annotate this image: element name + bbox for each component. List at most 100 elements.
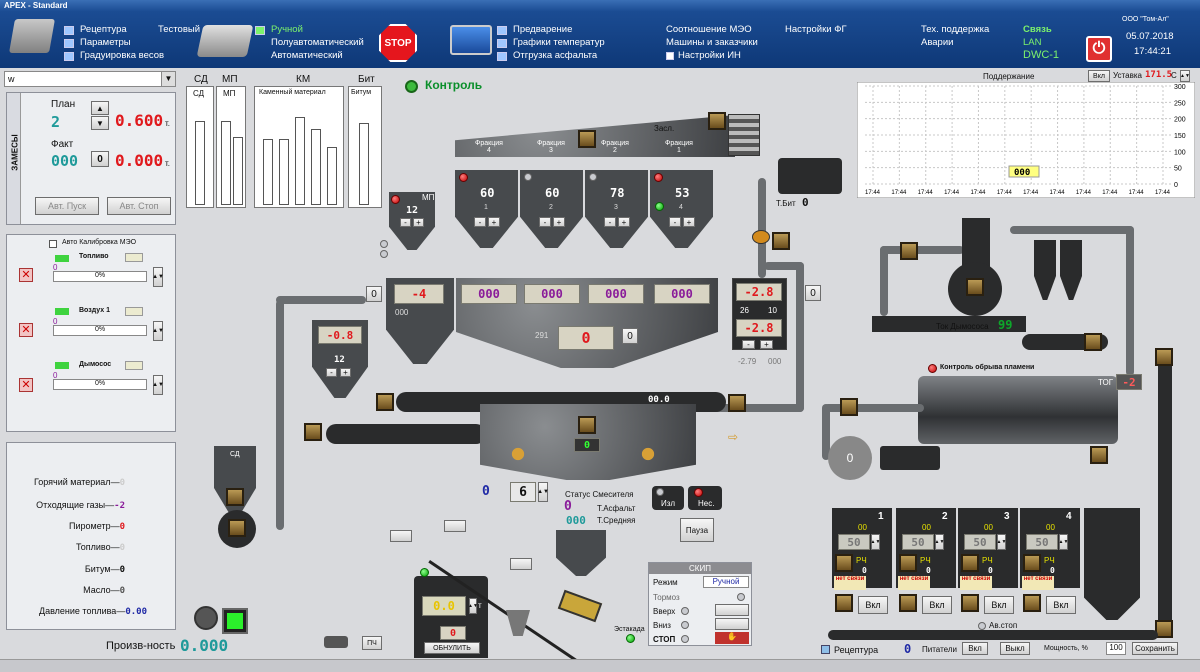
feeder-spin[interactable]: ▲▼ — [997, 534, 1006, 550]
menu-support[interactable]: Тех. поддержка — [921, 24, 990, 35]
feeder-on-button[interactable]: Вкл — [922, 596, 952, 614]
feeder-on-button[interactable]: Вкл — [984, 596, 1014, 614]
feeder-bottom-motor[interactable] — [835, 594, 853, 612]
plan-up-button[interactable]: ▲ — [91, 101, 109, 115]
gate-motor[interactable] — [708, 112, 726, 130]
refresh-button[interactable]: ОБНУЛИТЬ — [424, 642, 480, 654]
conveyor-motor-right[interactable] — [728, 394, 746, 412]
recipe-bottom-label[interactable]: Рецептура — [834, 645, 879, 655]
power-icon[interactable]: ⏻ — [1086, 36, 1112, 62]
drum-motor[interactable] — [1090, 446, 1108, 464]
feeder-value[interactable]: 50 — [838, 534, 870, 550]
power-input[interactable]: 100 — [1106, 642, 1126, 655]
conveyor-motor-left[interactable] — [376, 393, 394, 411]
bin2-plus[interactable]: + — [553, 217, 565, 227]
in-settings-checkbox[interactable] — [666, 52, 674, 60]
burner-motor[interactable] — [840, 398, 858, 416]
dust-plus[interactable]: + — [340, 368, 351, 377]
skip-cart[interactable] — [557, 589, 603, 623]
smoke-fan-motor[interactable] — [966, 278, 984, 296]
air-spin[interactable]: ▲▼ — [152, 321, 164, 341]
stop-button[interactable]: STOP — [379, 24, 417, 62]
mp-plus[interactable]: + — [413, 218, 424, 227]
menu-alarms[interactable]: Аварии — [921, 37, 954, 48]
chevron-down-icon[interactable]: ▼ — [161, 72, 175, 86]
sd-motor[interactable] — [226, 488, 244, 506]
feeder-motor[interactable] — [899, 554, 917, 572]
fuel-slider[interactable]: 0% — [53, 271, 147, 282]
plan-down-button[interactable]: ▼ — [91, 116, 109, 130]
small-toggle-2[interactable] — [444, 520, 466, 532]
bin4-plus[interactable]: + — [683, 217, 695, 227]
right-zero-box[interactable]: 0 — [805, 285, 821, 301]
izl-button[interactable]: Изл — [652, 486, 684, 510]
smoke-spin[interactable]: ▲▼ — [152, 375, 164, 395]
elevator-motor-bottom[interactable] — [1155, 620, 1173, 638]
bin1-minus[interactable]: - — [474, 217, 486, 227]
auto-stop-button[interactable]: Авт. Стоп — [107, 197, 171, 215]
bin2-minus[interactable]: - — [539, 217, 551, 227]
feeder-motor[interactable] — [1023, 554, 1041, 572]
auto-start-button[interactable]: Авт. Пуск — [35, 197, 99, 215]
fuel-spin[interactable]: ▲▼ — [152, 267, 164, 287]
fact-zero[interactable]: 0 — [91, 151, 109, 167]
mode-semiauto[interactable]: Полуавтоматический — [271, 37, 364, 48]
bin1-plus[interactable]: + — [488, 217, 500, 227]
km-zero-box[interactable]: 0 — [622, 328, 638, 344]
mode-manual[interactable]: Ручной — [271, 24, 303, 35]
feeder-bottom-motor[interactable] — [899, 594, 917, 612]
recipe-combo[interactable]: w ▼ — [4, 71, 176, 87]
elevator-motor-top[interactable] — [1155, 348, 1173, 366]
fuel-close-icon[interactable]: ✕ — [19, 268, 33, 282]
stop-hand-icon[interactable]: ✋ — [715, 632, 749, 644]
mp-minus[interactable]: - — [400, 218, 411, 227]
left-zero-box[interactable]: 0 — [366, 286, 382, 302]
bin3-plus[interactable]: + — [618, 217, 630, 227]
bin4-minus[interactable]: - — [669, 217, 681, 227]
feeder-motor[interactable] — [835, 554, 853, 572]
bit-plus[interactable]: + — [760, 340, 773, 349]
lower-conveyor-motor[interactable] — [304, 423, 322, 441]
menu-recipe[interactable]: Рецептура — [80, 24, 127, 35]
pch-button[interactable]: ПЧ — [362, 636, 382, 650]
feeder-value[interactable]: 50 — [964, 534, 996, 550]
mixer-count-spin[interactable]: ▲▼ — [537, 482, 549, 502]
feeder-value[interactable]: 50 — [1026, 534, 1058, 550]
skip-weight-spin[interactable]: ▲▼ — [468, 598, 478, 614]
small-toggle-1[interactable] — [390, 530, 412, 542]
save-button[interactable]: Сохранить — [1132, 642, 1178, 655]
menu-test[interactable]: Тестовый — [158, 24, 201, 35]
menu-shipment[interactable]: Отгрузка асфальта — [513, 50, 598, 61]
green-start-button[interactable] — [222, 608, 248, 634]
bit-pump[interactable] — [772, 232, 790, 250]
menu-meo-ratio[interactable]: Соотношение МЭО — [666, 24, 752, 35]
skip-mode[interactable]: Ручной — [703, 576, 749, 588]
dust-screw-motor[interactable] — [1084, 333, 1102, 351]
smoke-close-icon[interactable]: ✕ — [19, 378, 33, 392]
feeder-value[interactable]: 50 — [902, 534, 934, 550]
feeders-off-button[interactable]: Выкл — [1000, 642, 1030, 655]
mixer-motor[interactable] — [578, 416, 596, 434]
bit-minus[interactable]: - — [742, 340, 755, 349]
menu-in-settings[interactable]: Настройки ИН — [678, 50, 741, 61]
feeder-spin[interactable]: ▲▼ — [871, 534, 880, 550]
feeders-on-button[interactable]: Вкл — [962, 642, 988, 655]
feeder-on-button[interactable]: Вкл — [1046, 596, 1076, 614]
menu-fg-settings[interactable]: Настройки ФГ — [785, 24, 847, 35]
sd-screw-motor[interactable] — [228, 519, 246, 537]
bin3-minus[interactable]: - — [604, 217, 616, 227]
menu-calibration[interactable]: Градуировка весов — [80, 50, 165, 61]
small-toggle-3[interactable] — [510, 558, 532, 570]
mode-auto[interactable]: Автоматический — [271, 50, 343, 61]
nes-button[interactable]: Нес. — [688, 486, 722, 510]
menu-preview[interactable]: Предварение — [513, 24, 573, 35]
down-button[interactable] — [715, 618, 749, 630]
setpoint-spin[interactable]: ▲▼ — [1180, 70, 1190, 82]
dust-minus[interactable]: - — [326, 368, 337, 377]
up-button[interactable] — [715, 604, 749, 616]
mixer-count[interactable]: 6 — [510, 482, 536, 502]
feeder-bottom-motor[interactable] — [1023, 594, 1041, 612]
air-slider[interactable]: 0% — [53, 325, 147, 336]
calib-checkbox[interactable] — [49, 240, 57, 248]
pause-button[interactable]: Пауза — [680, 518, 714, 542]
